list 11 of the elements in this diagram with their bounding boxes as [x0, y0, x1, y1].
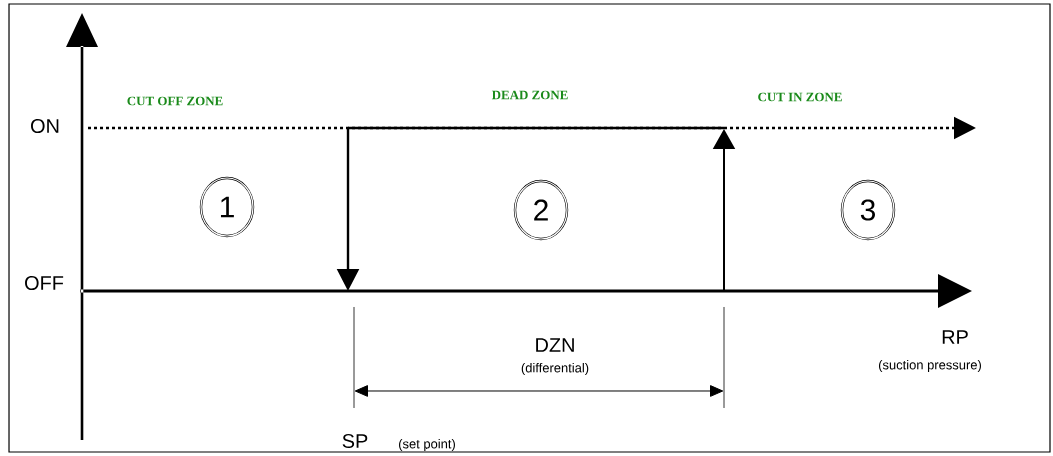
dimension-note: (differential): [521, 362, 589, 376]
zone-label: DEAD ZONE: [491, 90, 568, 100]
dimension-label: DZN: [536, 338, 574, 352]
axis-note: (suction pressure): [878, 359, 981, 373]
set-point-label: SP: [342, 433, 368, 449]
set-point-note: (set point): [399, 438, 455, 452]
zone-label: CUT IN ZONE: [758, 92, 842, 102]
zone-label: CUT OFF ZONE: [127, 96, 223, 106]
level-label: ON: [31, 118, 59, 134]
axis-label: RP: [942, 330, 968, 344]
level-label: OFF: [25, 275, 64, 291]
